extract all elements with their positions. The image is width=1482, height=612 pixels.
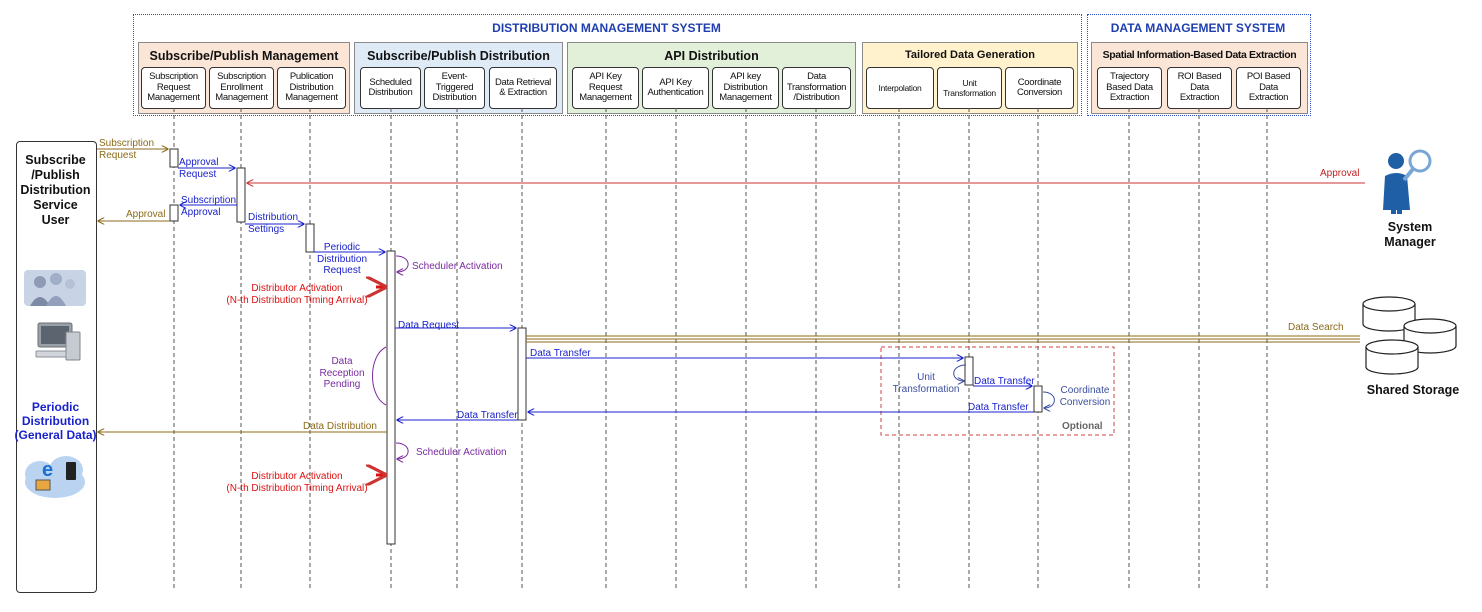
component-api-key-distribution-management: API key Distribution Management	[712, 67, 779, 109]
label-subscription-request: Subscription Request	[99, 138, 155, 161]
shared-storage-label: Shared Storage	[1366, 383, 1460, 397]
bracket-data-reception-pending	[372, 346, 387, 406]
label-periodic-distribution-request: Periodic Distribution Request	[316, 242, 368, 276]
periodic-distribution-label: Periodic Distribution (General Data)	[14, 400, 97, 442]
label-data-distribution: Data Distribution	[303, 421, 377, 432]
label-scheduler-activation-1: Scheduler Activation	[412, 261, 503, 272]
activation-bar	[386, 250, 396, 545]
computer-icon	[35, 322, 81, 361]
system-manager-label: System Manager	[1384, 220, 1436, 249]
label-data-transfer-4: Data Transfer	[457, 410, 518, 421]
loop-unit-transformation	[953, 364, 967, 381]
group-title: Spatial Information-Based Data Extractio…	[1102, 49, 1297, 61]
component-data-transformation-distribution: Data Transformation /Distribution	[782, 67, 851, 109]
activation-bar	[964, 356, 974, 386]
loop-scheduler-activation-1	[395, 255, 409, 272]
activation-bars	[169, 148, 1043, 545]
component-data-retrieval-extraction: Data Retrieval & Extraction	[489, 67, 557, 109]
shared-storage-icon	[1362, 296, 1457, 375]
loop-coordinate-conversion	[1042, 391, 1055, 408]
label-approval-request: Approval Request	[179, 157, 219, 180]
label-data-request: Data Request	[398, 320, 460, 331]
component-publication-distribution-management: Publication Distribution Management	[277, 67, 346, 109]
label-distributor-activation-2: Distributor Activation (N-th Distributio…	[226, 471, 368, 494]
label-data-search: Data Search	[1288, 322, 1344, 333]
label-data-reception-pending: Data Reception Pending	[319, 356, 365, 390]
component-interpolation: Interpolation	[866, 67, 934, 109]
cloud-devices-icon: e	[25, 456, 85, 498]
system-manager-icon	[1383, 149, 1432, 214]
label-distributor-activation-1: Distributor Activation (N-th Distributio…	[226, 283, 368, 306]
label-unit-transformation: Unit Transformation	[892, 372, 960, 395]
user-actor-label: Subscribe /Publish Distribution Service …	[20, 153, 91, 227]
component-scheduled-distribution: Scheduled Distribution	[360, 67, 421, 109]
component-api-key-authentication: API Key Authentication	[642, 67, 709, 109]
distribution-system-box	[133, 14, 1082, 116]
activation-bar	[169, 148, 179, 168]
data-system-title: DATA MANAGEMENT SYSTEM	[1110, 21, 1286, 35]
activation-bar	[1033, 385, 1043, 413]
label-coordinate-conversion: Coordinate Conversion	[1059, 385, 1111, 408]
label-data-transfer-1: Data Transfer	[530, 348, 591, 359]
activation-bar	[305, 223, 315, 253]
component-coordinate-conversion: Coordinate Conversion	[1005, 67, 1074, 109]
activation-bar	[517, 327, 527, 421]
component-subscription-request-management: Subscription Request Management	[141, 67, 206, 109]
group-title: Tailored Data Generation	[905, 49, 1035, 61]
label-approval-to-user: Approval	[126, 209, 166, 220]
label-subscription-approval: Subscription Approval	[181, 195, 237, 218]
group-title: API Distribution	[664, 49, 759, 63]
loop-scheduler-activation-2	[395, 442, 409, 459]
lifelines	[173, 108, 1268, 590]
optional-frame	[880, 346, 1115, 436]
group-title: Subscribe/Publish Management	[149, 49, 339, 63]
component-subscription-enrollment-management: Subscription Enrollment Management	[209, 67, 274, 109]
label-scheduler-activation-2: Scheduler Activation	[416, 447, 507, 458]
people-icon	[24, 270, 86, 306]
component-poi-based-extraction: POI Based Data Extraction	[1236, 67, 1301, 109]
distribution-system-title: DISTRIBUTION MANAGEMENT SYSTEM	[492, 21, 721, 35]
label-data-transfer-3: Data Transfer	[968, 402, 1029, 413]
user-lifeline-box	[16, 141, 97, 593]
activation-bar	[236, 167, 246, 223]
component-api-key-request-management: API Key Request Management	[572, 67, 639, 109]
group-title: Subscribe/Publish Distribution	[367, 49, 550, 63]
label-distribution-settings: Distribution Settings	[248, 212, 299, 235]
component-roi-based-extraction: ROI Based Data Extraction	[1167, 67, 1232, 109]
label-data-transfer-2: Data Transfer	[974, 376, 1035, 387]
component-unit-transformation: Unit Transformation	[937, 67, 1002, 109]
activation-bar	[169, 204, 179, 222]
label-optional: Optional	[1062, 421, 1103, 432]
svg-text:e: e	[42, 459, 53, 481]
component-event-triggered-distribution: Event- Triggered Distribution	[424, 67, 485, 109]
label-approval-from-manager: Approval	[1320, 168, 1360, 179]
